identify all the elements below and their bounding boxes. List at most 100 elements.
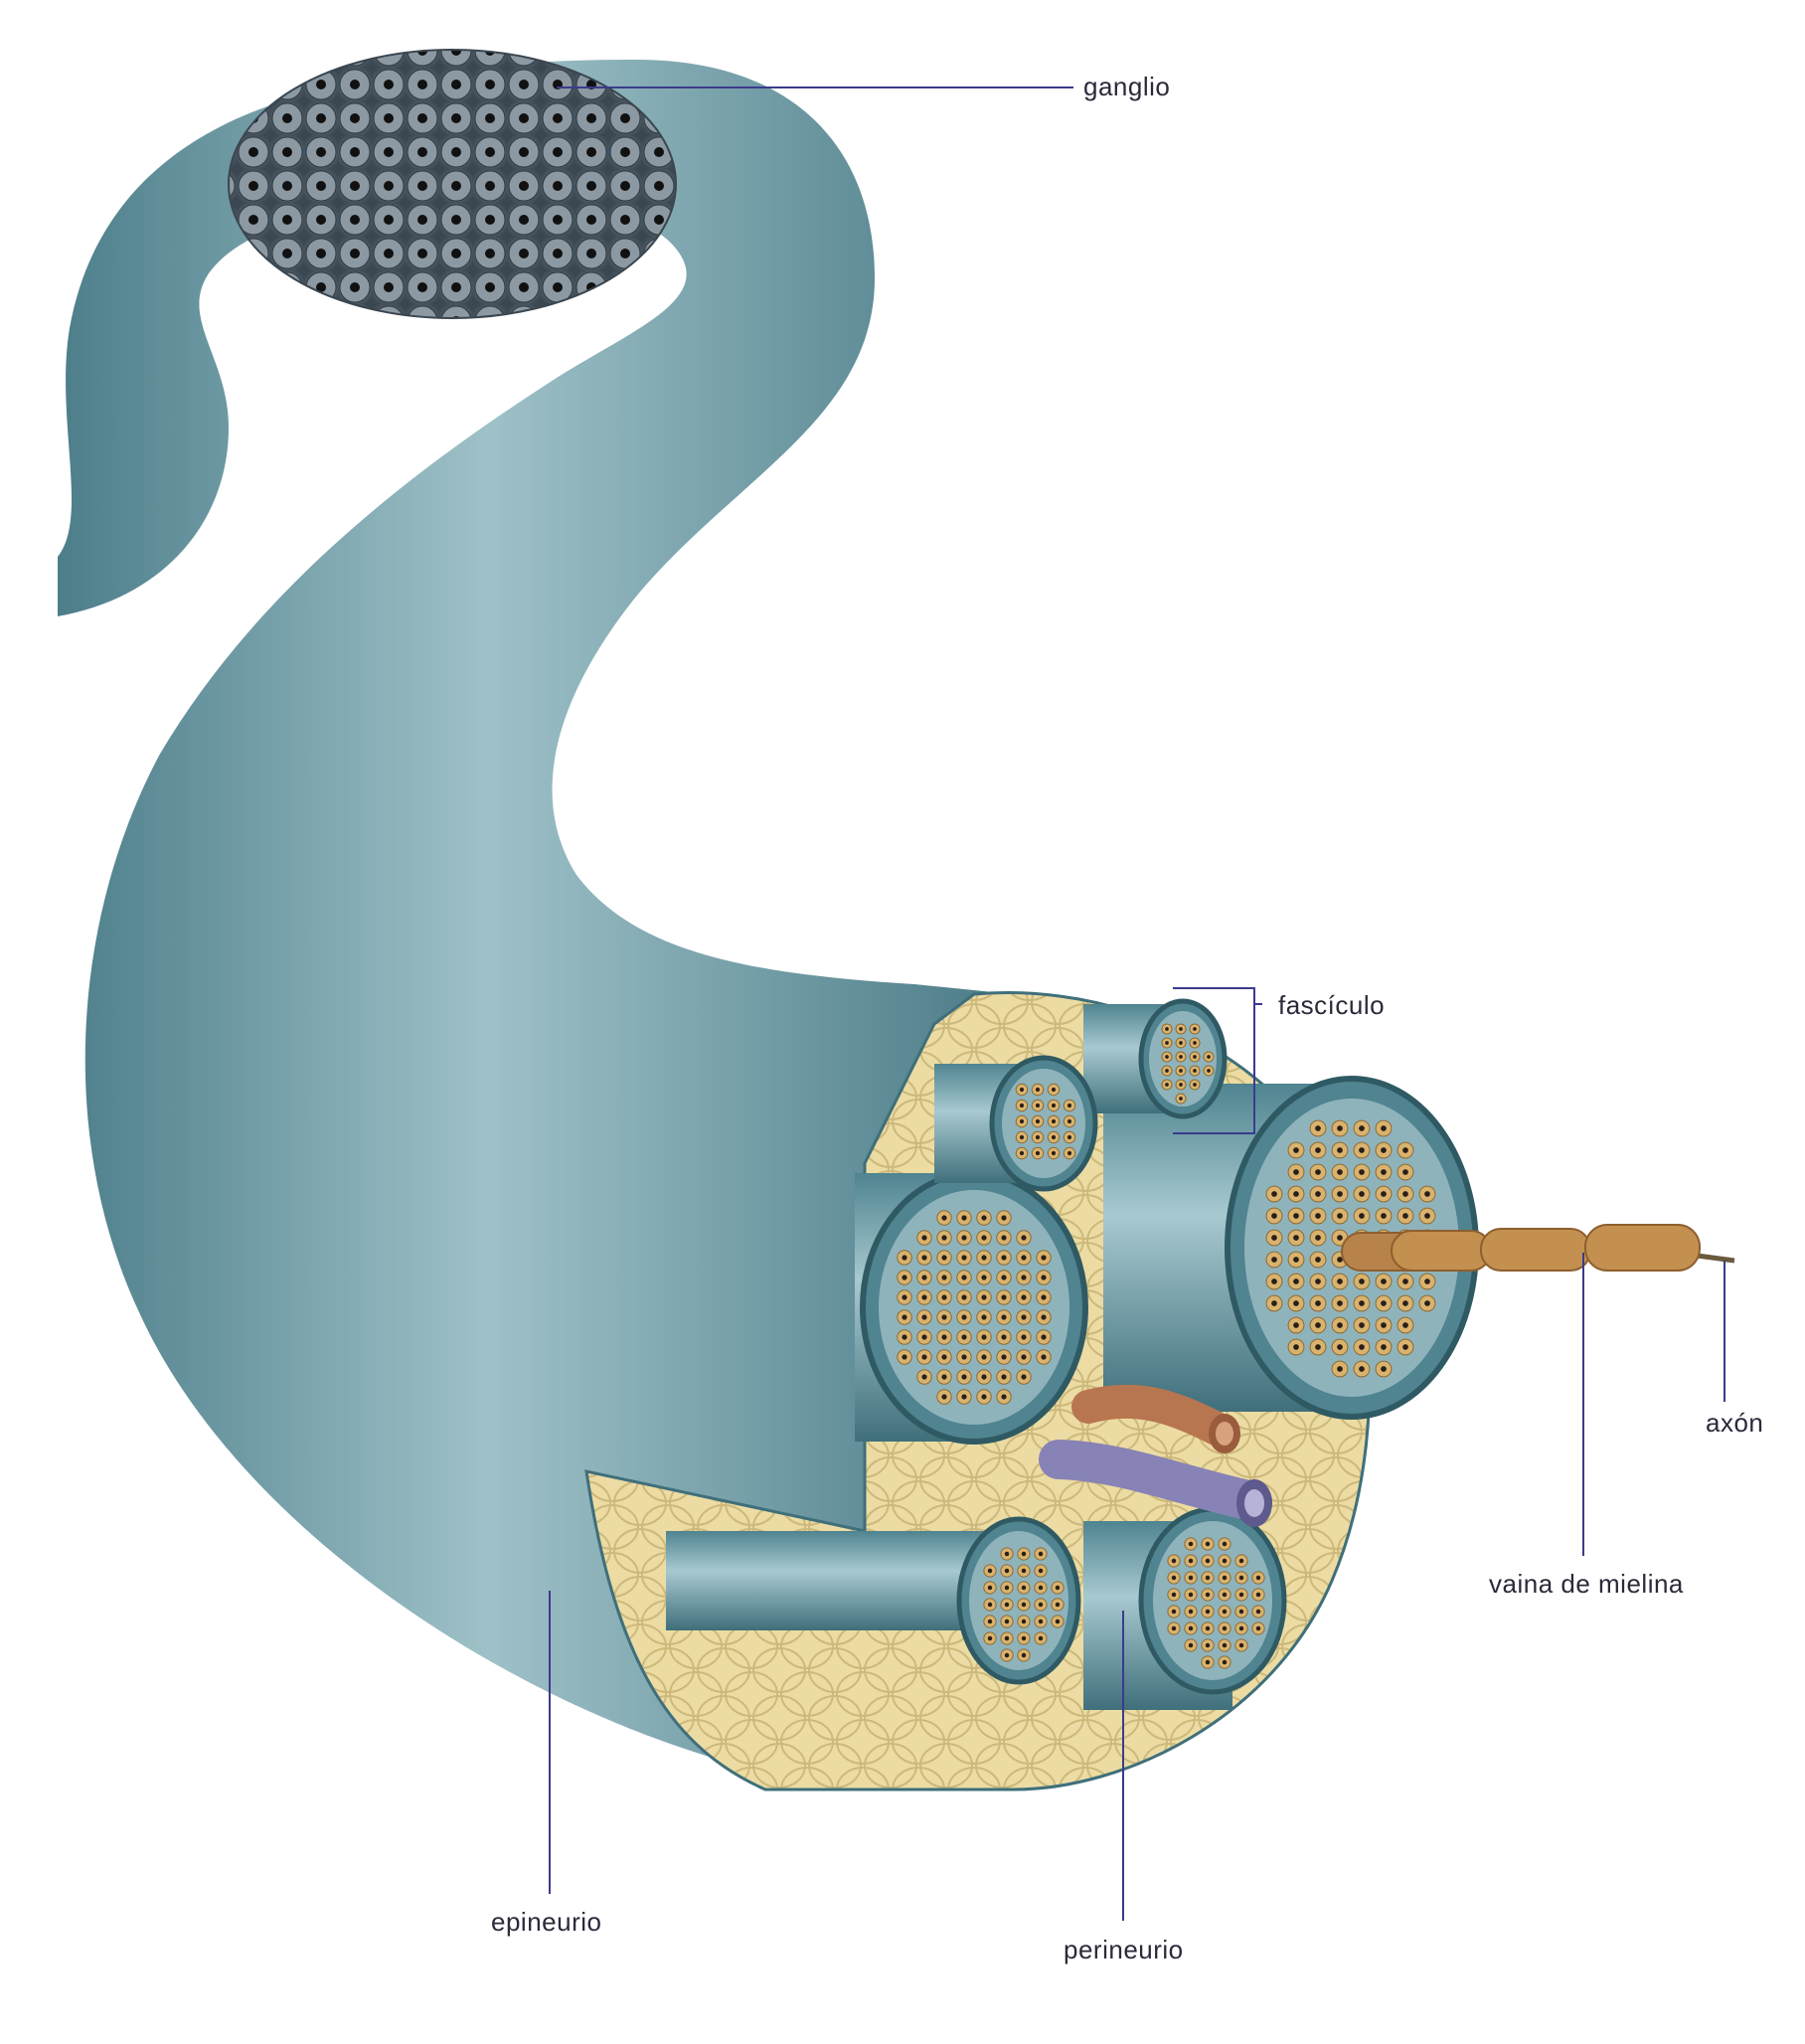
axon-core <box>1359 1147 1365 1153</box>
axon-core <box>921 1275 927 1280</box>
leader-fasciculo <box>1173 987 1255 1134</box>
axon-core <box>1381 1322 1387 1328</box>
axon-core <box>1021 1354 1027 1360</box>
axon-core <box>1171 1558 1177 1564</box>
axon-core <box>1001 1215 1007 1221</box>
axon-core <box>1055 1602 1061 1608</box>
axon-core <box>1293 1257 1299 1263</box>
axon-core <box>1051 1150 1057 1156</box>
axon-core <box>1205 1558 1211 1564</box>
label-axon: axón <box>1706 1408 1763 1438</box>
axon-core <box>1222 1659 1228 1665</box>
axon-core <box>1337 1213 1343 1219</box>
ganglion <box>228 49 677 319</box>
axon-core <box>1293 1322 1299 1328</box>
axon-core <box>1004 1585 1010 1591</box>
axon-core <box>1238 1558 1244 1564</box>
axon-core <box>1188 1575 1194 1581</box>
axon-core <box>1315 1278 1321 1284</box>
axon-core <box>1179 1041 1183 1045</box>
axon-core <box>1019 1150 1025 1156</box>
axon-core <box>1205 1609 1211 1615</box>
axon-core <box>1021 1652 1027 1658</box>
axon-core <box>1315 1169 1321 1175</box>
axon-core <box>1021 1314 1027 1320</box>
axon-core <box>1293 1344 1299 1350</box>
axon-core <box>1207 1069 1211 1073</box>
axon-core <box>941 1294 947 1300</box>
axon-core <box>1038 1618 1044 1624</box>
axon-core <box>1021 1374 1027 1380</box>
axon-core <box>1041 1294 1047 1300</box>
axon-core <box>1402 1213 1408 1219</box>
axon-core <box>1271 1278 1277 1284</box>
axon-core <box>1179 1069 1183 1073</box>
axon-core <box>981 1215 987 1221</box>
axon-core <box>921 1314 927 1320</box>
axon-core <box>1337 1125 1343 1131</box>
axon-core <box>961 1255 967 1261</box>
axon-core <box>1271 1257 1277 1263</box>
axon-core <box>1293 1235 1299 1241</box>
axon-core <box>1038 1635 1044 1641</box>
axon-core <box>1222 1592 1228 1598</box>
axon-core <box>1021 1551 1027 1557</box>
axon-core <box>1255 1592 1261 1598</box>
axon-core <box>1067 1150 1072 1156</box>
axon-core <box>1041 1275 1047 1280</box>
axon-core <box>1165 1083 1169 1087</box>
axon-core <box>1271 1300 1277 1306</box>
axon-core <box>1293 1300 1299 1306</box>
axon-core <box>1035 1103 1041 1108</box>
axon-core <box>987 1585 993 1591</box>
axon-core <box>1359 1344 1365 1350</box>
axon-core <box>1051 1118 1057 1124</box>
axon-core <box>1205 1575 1211 1581</box>
axon-core <box>1171 1592 1177 1598</box>
axon-core <box>961 1394 967 1400</box>
axon-core <box>1004 1635 1010 1641</box>
axon-core <box>1193 1055 1197 1059</box>
axon-core <box>902 1334 907 1340</box>
axon-core <box>961 1374 967 1380</box>
leader-lines <box>549 86 1725 1921</box>
axon-core <box>941 1275 947 1280</box>
axon-core <box>1205 1642 1211 1648</box>
axon-core <box>1271 1235 1277 1241</box>
axon-core <box>961 1275 967 1280</box>
axon-core <box>1004 1652 1010 1658</box>
axon-core <box>1067 1118 1072 1124</box>
axon-core <box>1315 1213 1321 1219</box>
axon-core <box>1315 1235 1321 1241</box>
axon-core <box>1001 1294 1007 1300</box>
axon-core <box>921 1255 927 1261</box>
axon-core <box>1171 1609 1177 1615</box>
axon-core <box>1021 1568 1027 1574</box>
axon-core <box>1051 1087 1057 1093</box>
axon-cross-sections <box>897 1023 1436 1669</box>
axon-core <box>1165 1041 1169 1045</box>
axon-core <box>1337 1191 1343 1197</box>
axon-core <box>1051 1134 1057 1140</box>
axon-core <box>1293 1213 1299 1219</box>
axon-core <box>1041 1314 1047 1320</box>
axon-core <box>1188 1609 1194 1615</box>
axon-core <box>1315 1125 1321 1131</box>
axon-core <box>1021 1585 1027 1591</box>
axon-core <box>1188 1592 1194 1598</box>
axon-core <box>1001 1354 1007 1360</box>
axon-core <box>1021 1294 1027 1300</box>
axon-core <box>1193 1027 1197 1031</box>
axon-core <box>941 1374 947 1380</box>
axon-core <box>1359 1169 1365 1175</box>
axon-core <box>1337 1147 1343 1153</box>
axon-core <box>981 1394 987 1400</box>
axon-core <box>941 1394 947 1400</box>
axon-core <box>1271 1213 1277 1219</box>
axon-core <box>1337 1366 1343 1372</box>
axon-core <box>1193 1083 1197 1087</box>
axon-core <box>1293 1147 1299 1153</box>
axon-core <box>1337 1235 1343 1241</box>
axon-core <box>1293 1169 1299 1175</box>
